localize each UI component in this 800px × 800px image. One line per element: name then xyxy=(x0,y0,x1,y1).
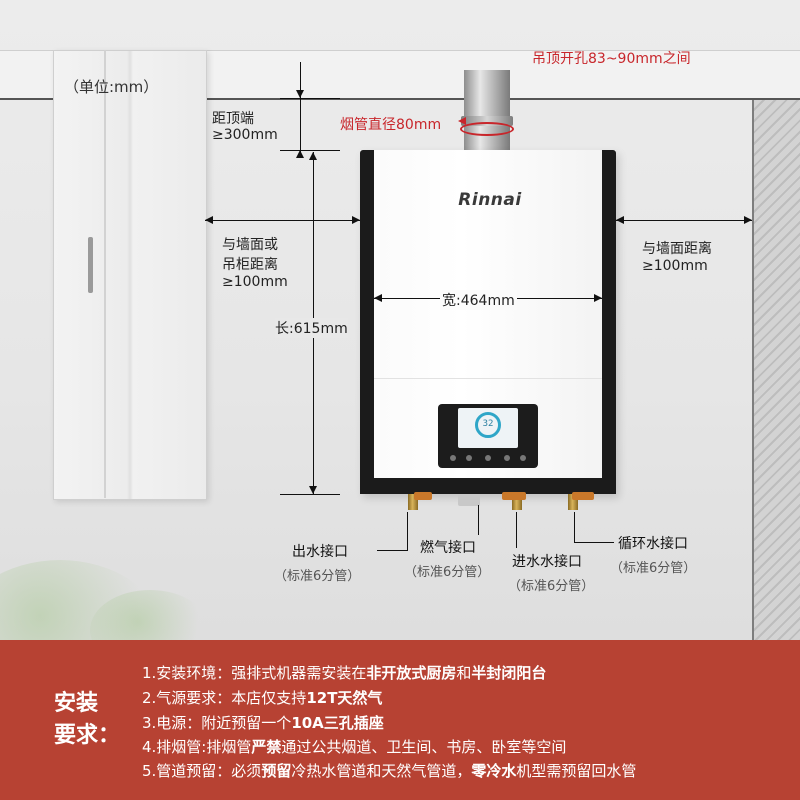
leader-gas xyxy=(478,505,479,535)
display-temperature: 32 xyxy=(482,419,494,429)
install-requirements-panel xyxy=(0,640,800,800)
requirement-text: 和 xyxy=(456,664,472,682)
install-title-line: 安装 xyxy=(54,691,99,716)
ceiling-line-left xyxy=(0,98,466,100)
brand-logo: Rinnai xyxy=(458,190,522,210)
flue-collar xyxy=(461,116,513,126)
cabinet-handle xyxy=(88,237,93,293)
dim-tick xyxy=(280,150,340,151)
unit-label: （单位:mm） xyxy=(64,78,159,96)
flue-diameter-label: 烟管直径80mm xyxy=(340,117,442,133)
ceiling-hole-label: 吊顶开孔83~90mm之间 xyxy=(532,51,691,67)
requirement-text: 2.气源要求：本店仅支持 xyxy=(142,689,307,707)
dim-arrow xyxy=(744,216,752,224)
outlet-valve xyxy=(414,492,432,500)
requirement-emphasis: 预留 xyxy=(261,762,292,780)
right-distance-value: ≥100mm xyxy=(642,258,708,274)
connector-inlet-name: 进水水接口 xyxy=(512,554,582,570)
requirement-item: 2.气源要求：本店仅支持12T天然气 xyxy=(142,687,382,708)
top-distance-line xyxy=(300,62,301,152)
dim-arrow xyxy=(296,150,304,158)
left-distance-label: 与墙面或 xyxy=(222,237,278,253)
requirement-emphasis: 10A三孔插座 xyxy=(291,714,384,732)
top-distance-value: ≥300mm xyxy=(212,127,278,143)
flue-ellipse xyxy=(460,122,514,136)
leader-circulation xyxy=(574,512,575,542)
flue-pipe xyxy=(464,70,510,152)
install-title-line: 要求： xyxy=(54,723,121,748)
connector-gas-name: 燃气接口 xyxy=(420,540,476,556)
dim-arrow xyxy=(309,152,317,160)
wall-cabinet xyxy=(53,50,207,500)
leader-outlet xyxy=(407,512,408,550)
leader-inlet xyxy=(516,512,517,548)
heater-right-trim xyxy=(602,150,616,494)
connector-inlet-spec: （标准6分管） xyxy=(508,579,595,594)
connector-outlet-spec: （标准6分管） xyxy=(274,569,361,584)
panel-button xyxy=(466,455,472,461)
requirement-text: 3.电源：附近预留一个 xyxy=(142,714,292,732)
requirement-item: 3.电源：附近预留一个10A三孔插座 xyxy=(142,712,384,733)
dim-arrow xyxy=(309,486,317,494)
dim-arrow xyxy=(374,294,382,302)
ceiling-edge xyxy=(0,50,800,51)
install-requirements-title: 安装 要求： xyxy=(54,688,124,752)
dim-arrow xyxy=(616,216,624,224)
inlet-pipe xyxy=(512,494,522,510)
connector-circulation-name: 循环水接口 xyxy=(618,536,688,552)
outlet-pipe xyxy=(408,494,418,510)
requirement-emphasis: 非开放式厨房 xyxy=(366,664,457,682)
heater-left-trim xyxy=(360,150,374,494)
left-distance-line xyxy=(205,220,360,221)
requirement-text: 4.排烟管:排烟管 xyxy=(142,738,252,756)
flue-arrow xyxy=(458,117,466,125)
cabinet-door-split xyxy=(104,50,106,498)
dim-arrow xyxy=(205,216,213,224)
requirement-emphasis: 半封闭阳台 xyxy=(471,664,547,682)
right-wall xyxy=(752,100,800,640)
top-distance-label: 距顶端 xyxy=(212,111,254,127)
requirement-item: 5.管道预留：必须预留冷热水管道和天然气管道，零冷水机型需预留回水管 xyxy=(142,760,636,781)
dim-arrow xyxy=(296,90,304,98)
dim-tick xyxy=(280,98,340,99)
right-distance-label: 与墙面距离 xyxy=(642,241,712,257)
panel-button xyxy=(450,455,456,461)
width-label: 宽:464mm xyxy=(440,290,517,310)
heater-bevel xyxy=(374,378,602,379)
requirement-emphasis: 12T天然气 xyxy=(306,689,383,707)
requirement-emphasis: 严禁 xyxy=(251,738,282,756)
requirement-item: 1.安装环境：强排式机器需安装在非开放式厨房和半封闭阳台 xyxy=(142,662,546,683)
temperature-dial-icon xyxy=(475,412,501,438)
requirement-text: 冷热水管道和天然气管道， xyxy=(291,762,472,780)
requirement-text: 1.安装环境：强排式机器需安装在 xyxy=(142,664,367,682)
dim-tick xyxy=(280,494,340,495)
panel-button xyxy=(504,455,510,461)
heater-bottom-trim xyxy=(360,478,616,494)
dim-arrow xyxy=(352,216,360,224)
connector-circulation-spec: （标准6分管） xyxy=(610,561,697,576)
left-distance-value: ≥100mm xyxy=(222,274,288,290)
installation-diagram: （单位:mm） 吊顶开孔83~90mm之间 烟管直径80mm Rinnai 32… xyxy=(0,0,800,640)
panel-button xyxy=(520,455,526,461)
leader-circulation xyxy=(574,542,614,543)
requirement-text: 5.管道预留：必须 xyxy=(142,762,262,780)
requirement-emphasis: 零冷水 xyxy=(471,762,517,780)
circulation-valve xyxy=(572,492,594,500)
connector-outlet-name: 出水接口 xyxy=(292,544,348,560)
dim-arrow xyxy=(594,294,602,302)
ceiling-line-right xyxy=(510,98,800,100)
connector-gas-spec: （标准6分管） xyxy=(404,565,491,580)
requirement-item: 4.排烟管:排烟管严禁通过公共烟道、卫生间、书房、卧室等空间 xyxy=(142,736,566,757)
panel-button xyxy=(485,455,491,461)
inlet-valve xyxy=(502,492,526,500)
length-label: 长:615mm xyxy=(275,318,348,338)
requirement-text: 通过公共烟道、卫生间、书房、卧室等空间 xyxy=(281,738,567,756)
requirement-text: 机型需预留回水管 xyxy=(516,762,637,780)
leader-outlet xyxy=(377,550,408,551)
gas-pipe xyxy=(458,494,480,506)
circulation-pipe xyxy=(568,494,578,510)
left-distance-label: 吊柜距离 xyxy=(222,257,278,273)
right-distance-line xyxy=(616,220,752,221)
